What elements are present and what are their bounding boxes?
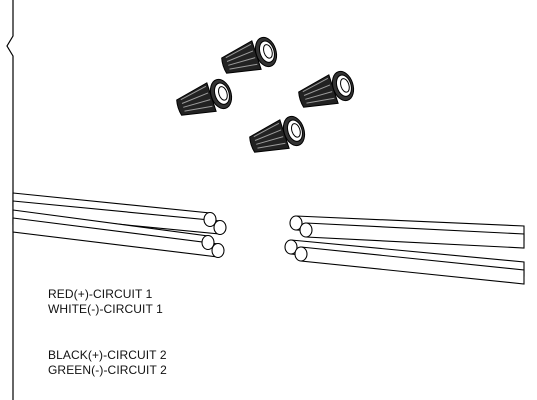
panel-border: [6, 0, 14, 400]
wire-nut-icon: [298, 70, 355, 108]
legend-circuit-1: RED(+)-CIRCUIT 1 WHITE(-)-CIRCUIT 1: [48, 287, 163, 317]
legend-circuit-2: BLACK(+)-CIRCUIT 2 GREEN(-)-CIRCUIT 2: [48, 348, 167, 378]
legend-black-circuit-2: BLACK(+)-CIRCUIT 2: [48, 348, 167, 362]
wire-nut-icon: [249, 115, 306, 153]
wire-nut-icon: [176, 78, 233, 116]
right-wire-bundle: [284, 215, 525, 285]
legend-white-circuit-1: WHITE(-)-CIRCUIT 1: [48, 302, 163, 316]
wire-nut-icon: [221, 36, 278, 74]
legend-green-circuit-2: GREEN(-)-CIRCUIT 2: [48, 363, 167, 377]
legend-red-circuit-1: RED(+)-CIRCUIT 1: [48, 287, 153, 301]
left-wire-bundle: [12, 192, 227, 259]
